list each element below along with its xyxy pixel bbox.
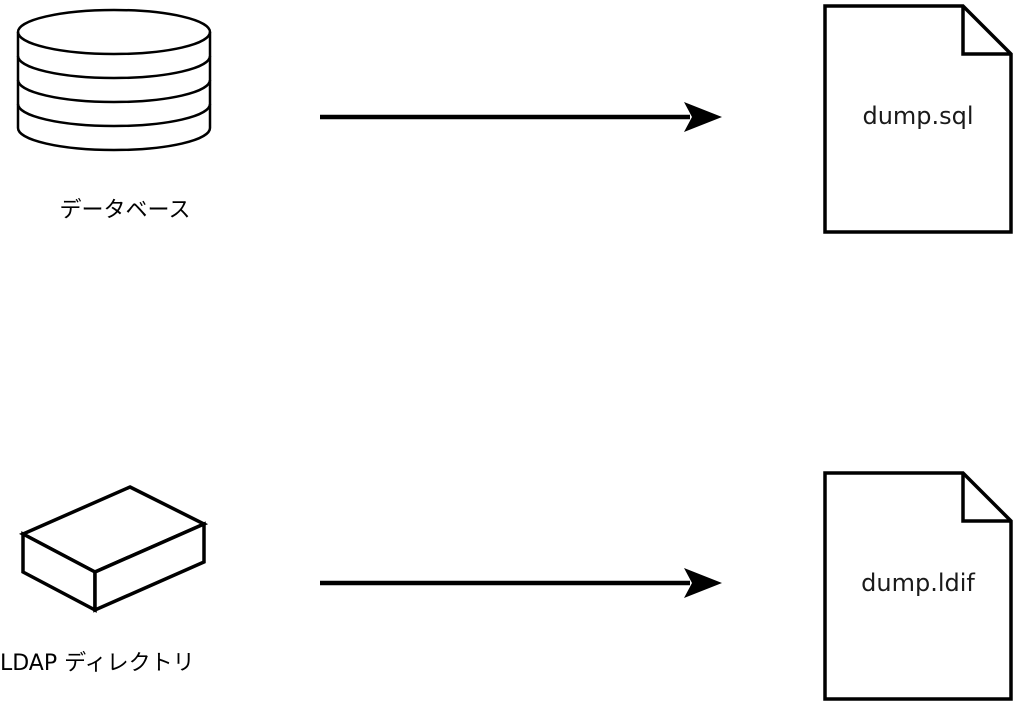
arrow-head [684, 102, 722, 132]
cylinder-disk-arc [16, 79, 212, 104]
box-right-face [93, 521, 206, 613]
cylinder-bottom-arc [16, 127, 212, 152]
arrow-icon-bottom [320, 568, 722, 598]
cylinder-disk-arc [16, 55, 212, 80]
sql-filename-label: dump.sql [862, 102, 974, 130]
ldap-directory-label: LDAP ディレクトリ [0, 651, 195, 676]
arrow-icon-top [320, 102, 722, 132]
document-outline [823, 4, 1013, 234]
document-icon-sql [823, 4, 1013, 234]
cylinder-top-ellipse [16, 8, 212, 56]
ldap-box-icon [18, 485, 209, 613]
document-icon-ldif [823, 471, 1013, 701]
arrow-head [684, 568, 722, 598]
document-outline [823, 471, 1013, 701]
document-fold-corner [961, 473, 1011, 523]
document-fold-corner [961, 6, 1011, 56]
cylinder-disk-arc [16, 103, 212, 128]
ldif-filename-label: dump.ldif [861, 569, 975, 597]
database-label: データベース [59, 198, 191, 223]
database-icon [16, 8, 212, 152]
